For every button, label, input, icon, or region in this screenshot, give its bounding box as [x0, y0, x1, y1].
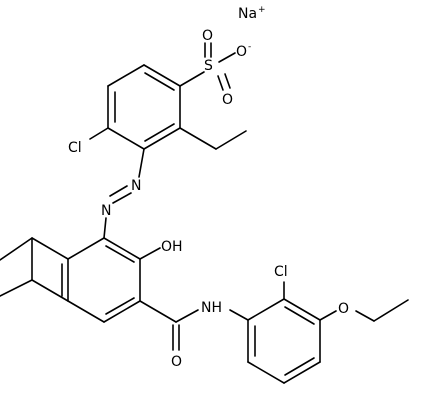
bond	[139, 300, 177, 323]
bond	[284, 357, 315, 376]
bond	[67, 300, 105, 323]
bond	[224, 73, 231, 89]
bond	[0, 279, 33, 297]
bond	[283, 361, 321, 384]
sulfonate-oxygen-anion: O	[236, 44, 247, 60]
bond	[107, 127, 145, 150]
bond	[143, 64, 181, 87]
bond	[103, 300, 141, 323]
bond	[179, 71, 205, 87]
bond	[138, 148, 145, 178]
bond	[283, 298, 321, 321]
atom-label-layer: Na + O S O - O Cl N N OH NH O Cl O	[68, 5, 349, 370]
bond	[0, 237, 33, 261]
bond	[218, 52, 236, 63]
azo-nitrogen-1: N	[131, 178, 141, 194]
bond	[217, 75, 224, 91]
chlorine-label-top: Cl	[68, 140, 82, 156]
bond	[284, 306, 315, 325]
carbonyl-oxygen-label: O	[171, 354, 182, 370]
bond	[143, 127, 181, 150]
sulfonate-oxygen-top: O	[202, 28, 213, 44]
sulfonate-oxygen-bottom: O	[222, 92, 233, 108]
anion-charge: -	[248, 42, 251, 52]
bond	[139, 247, 161, 260]
bond	[67, 237, 105, 260]
amide-nh-label: NH	[201, 300, 222, 316]
sodium-charge: +	[258, 5, 266, 15]
bond	[247, 361, 285, 384]
bond	[105, 245, 135, 263]
chlorine-label-aryl: Cl	[274, 264, 288, 280]
hydroxyl-label: OH	[161, 239, 183, 255]
bond	[89, 127, 109, 140]
bond	[175, 309, 199, 323]
bond	[112, 192, 132, 204]
sulfur-label: S	[204, 58, 213, 74]
bond	[109, 185, 128, 197]
sodium-label: Na	[238, 6, 257, 22]
bond	[229, 309, 249, 321]
bond	[144, 123, 175, 142]
bond	[103, 217, 107, 239]
bond	[107, 64, 145, 87]
bond	[373, 299, 409, 322]
bond-layer	[0, 42, 409, 384]
bond	[247, 298, 285, 321]
bond	[31, 279, 69, 302]
bond	[355, 310, 375, 322]
ether-oxygen-label: O	[338, 301, 349, 317]
bond	[103, 237, 141, 260]
azo-nitrogen-2: N	[101, 203, 111, 219]
bond	[105, 297, 135, 315]
bond	[215, 130, 247, 150]
bond	[319, 310, 337, 321]
bond	[179, 127, 217, 150]
bond	[144, 72, 175, 91]
bond	[31, 237, 69, 260]
